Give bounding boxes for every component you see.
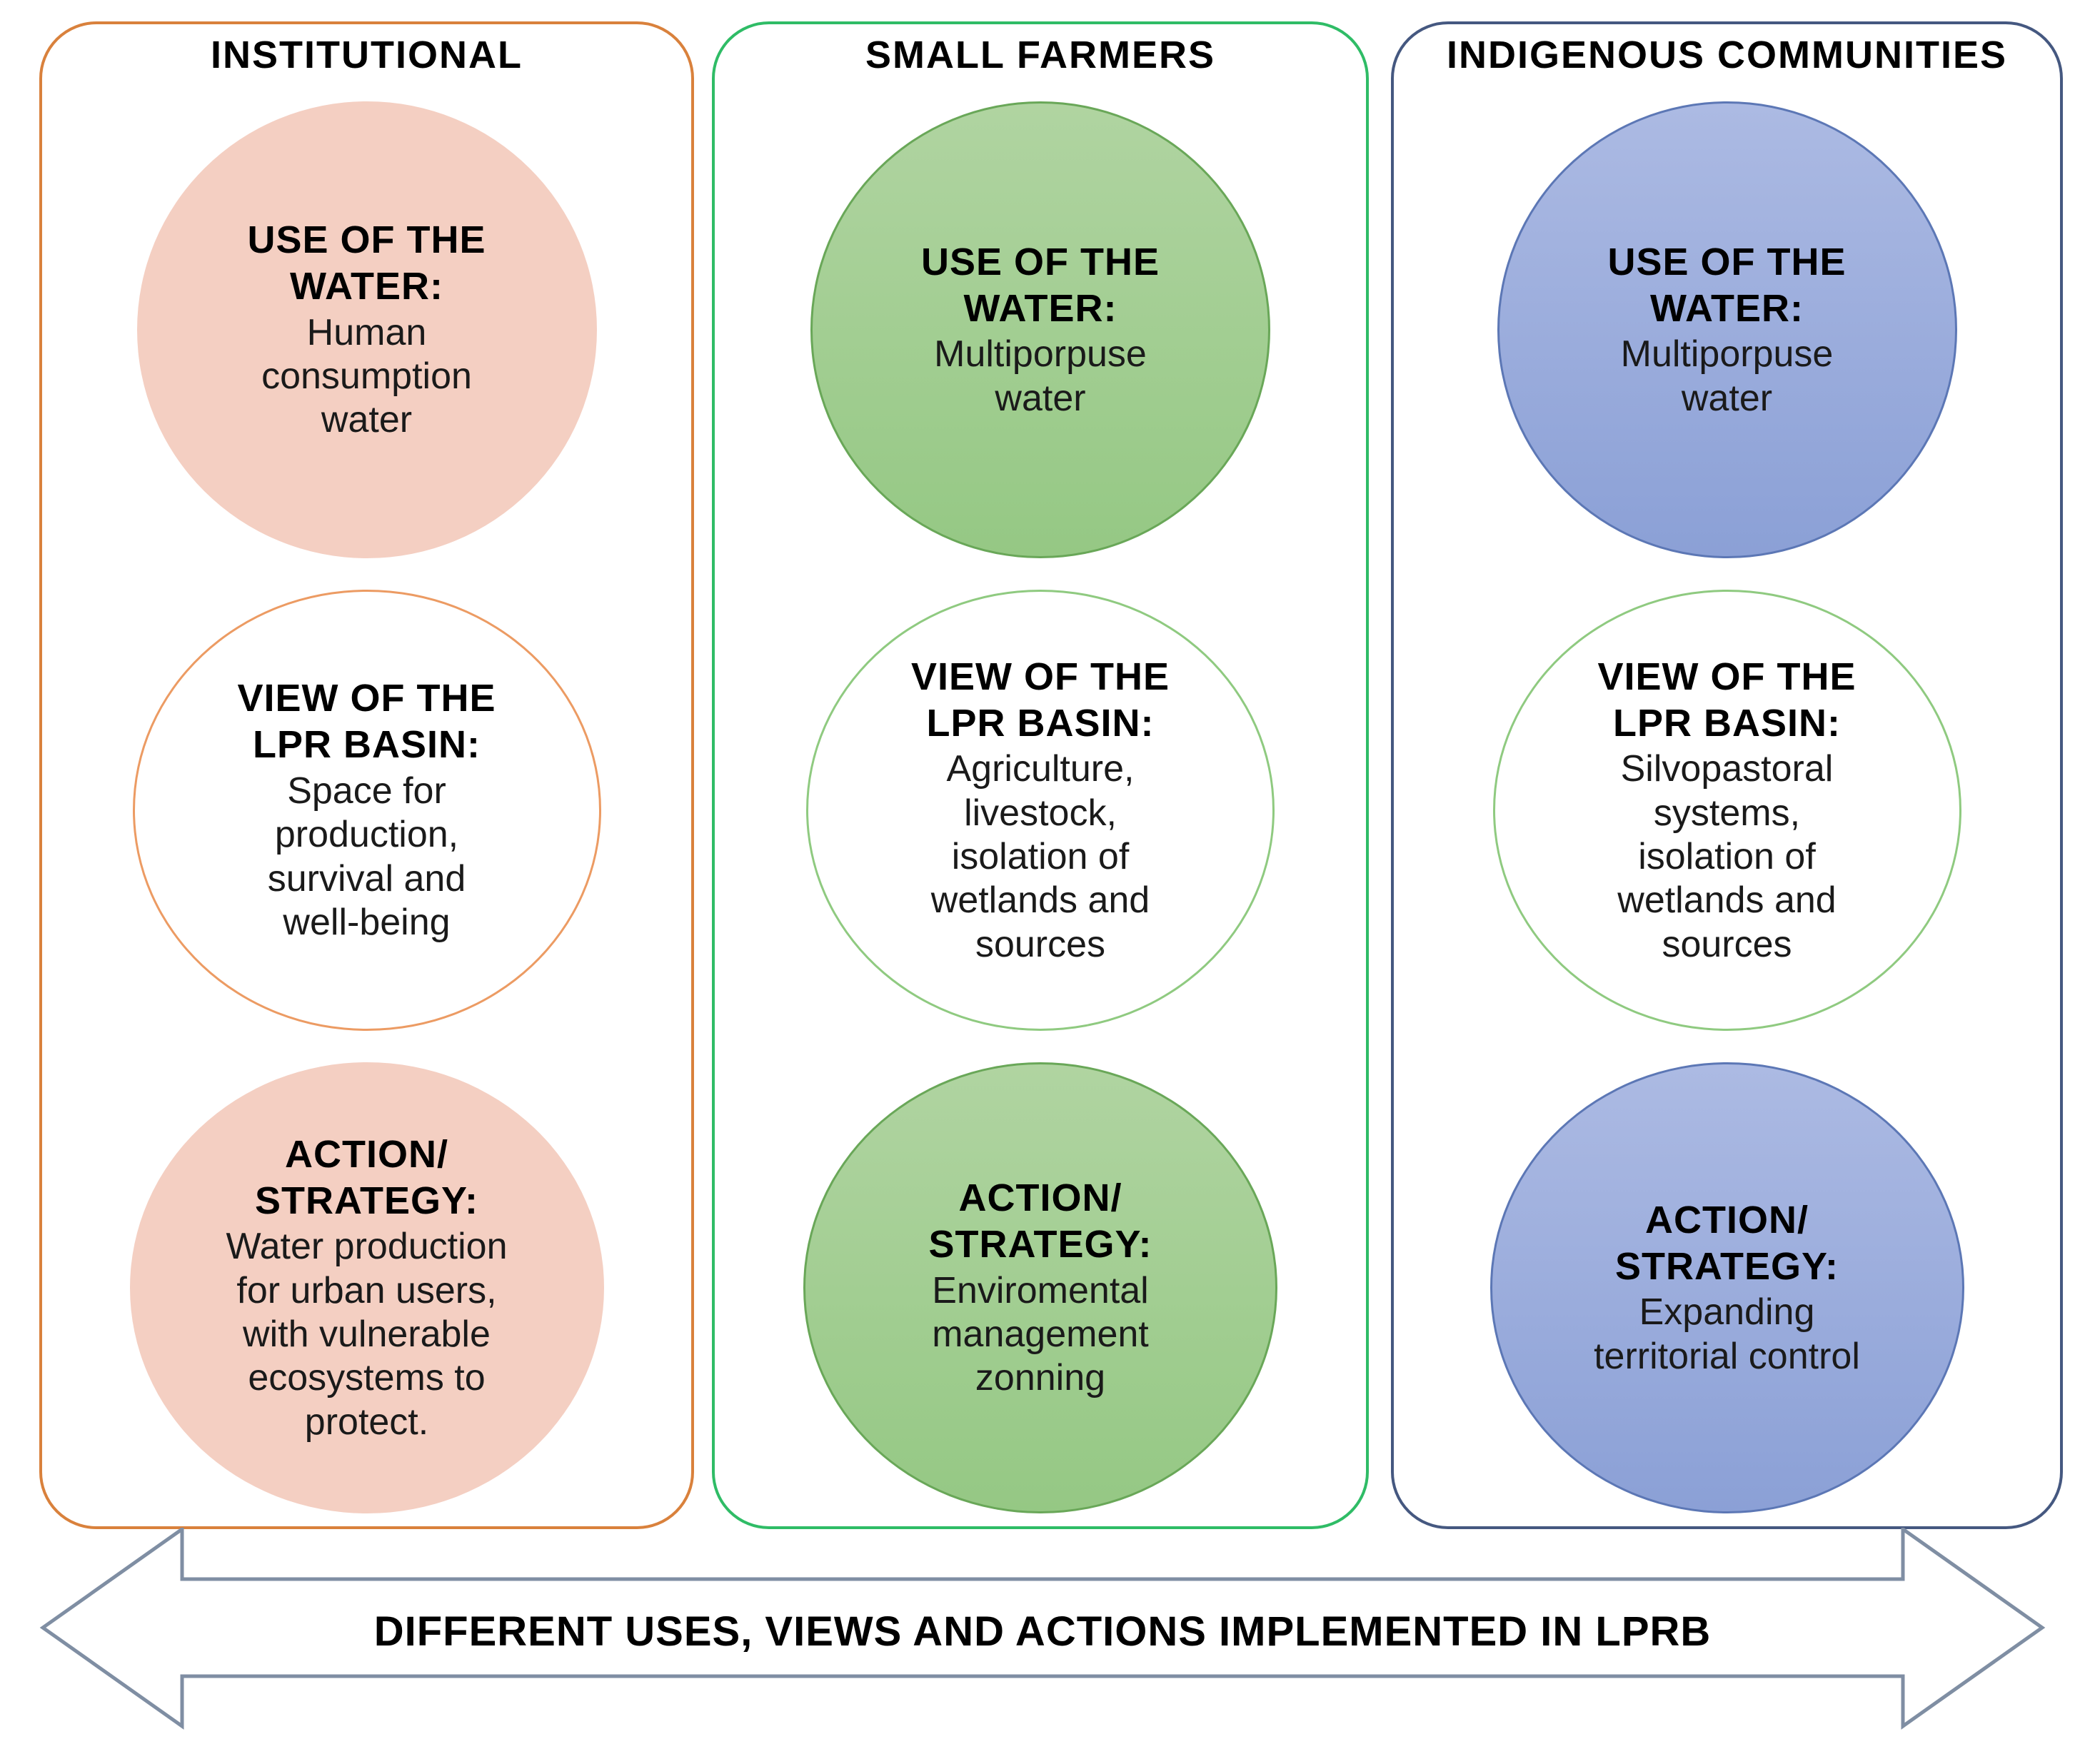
circle-heading: USE OF THE WATER:: [1607, 240, 1847, 330]
circle-heading: VIEW OF THE LPR BASIN:: [237, 677, 496, 767]
indigenous-use-of-water-circle: USE OF THE WATER: Multiporpuse water: [1497, 101, 1957, 558]
circle-heading: ACTION/ STRATEGY:: [928, 1176, 1152, 1266]
institutional-use-of-water-circle: USE OF THE WATER: Human consumption wate…: [136, 101, 597, 558]
circle-heading: ACTION/ STRATEGY:: [255, 1132, 478, 1222]
circle-heading: USE OF THE WATER:: [247, 218, 486, 308]
panel-institutional: INSTITUTIONAL USE OF THE WATER: Human co…: [39, 21, 694, 1529]
circle-body: Agriculture, livestock, isolation of wet…: [930, 748, 1150, 965]
circle-heading: VIEW OF THE LPR BASIN:: [911, 655, 1170, 745]
circle-heading: VIEW OF THE LPR BASIN:: [1597, 655, 1857, 745]
panel-indigenous-communities: INDIGENOUS COMMUNITIES USE OF THE WATER:…: [1391, 21, 2063, 1529]
indigenous-view-of-basin-circle: VIEW OF THE LPR BASIN: Silvopastoral sys…: [1492, 590, 1961, 1031]
panel-title-institutional: INSTITUTIONAL: [211, 34, 523, 76]
arrow-label: DIFFERENT USES, VIEWS AND ACTIONS IMPLEM…: [373, 1608, 1712, 1655]
panel-small-farmers: SMALL FARMERS USE OF THE WATER: Multipor…: [712, 21, 1369, 1529]
circle-body: Space for production, survival and well-…: [267, 770, 466, 944]
small-farmers-view-of-basin-circle: VIEW OF THE LPR BASIN: Agriculture, live…: [806, 590, 1275, 1031]
circle-body: Multiporpuse water: [934, 333, 1147, 419]
double-headed-arrow-shape: [39, 1528, 2046, 1730]
circle-body: Human consumption water: [261, 311, 472, 441]
circle-body: Enviromental management zonning: [932, 1269, 1149, 1399]
institutional-action-strategy-circle: ACTION/ STRATEGY: Water production for u…: [129, 1062, 604, 1513]
small-farmers-action-strategy-circle: ACTION/ STRATEGY: Enviromental managemen…: [803, 1062, 1277, 1513]
circle-body: Multiporpuse water: [1620, 333, 1834, 419]
circle-heading: ACTION/ STRATEGY:: [1615, 1198, 1839, 1288]
small-farmers-use-of-water-circle: USE OF THE WATER: Multiporpuse water: [810, 101, 1270, 558]
circle-body: Expanding territorial control: [1594, 1291, 1860, 1377]
arrow-label-layer: DIFFERENT USES, VIEWS AND ACTIONS IMPLEM…: [0, 1528, 2085, 1735]
indigenous-action-strategy-circle: ACTION/ STRATEGY: Expanding territorial …: [1489, 1062, 1964, 1513]
institutional-view-of-basin-circle: VIEW OF THE LPR BASIN: Space for product…: [132, 590, 601, 1031]
circle-heading: USE OF THE WATER:: [920, 240, 1160, 330]
panel-title-indigenous-communities: INDIGENOUS COMMUNITIES: [1446, 34, 2008, 76]
circle-body: Silvopastoral systems, isolation of wetl…: [1617, 748, 1837, 965]
circle-body: Water production for urban users, with v…: [226, 1226, 508, 1443]
panel-title-small-farmers: SMALL FARMERS: [865, 34, 1215, 76]
